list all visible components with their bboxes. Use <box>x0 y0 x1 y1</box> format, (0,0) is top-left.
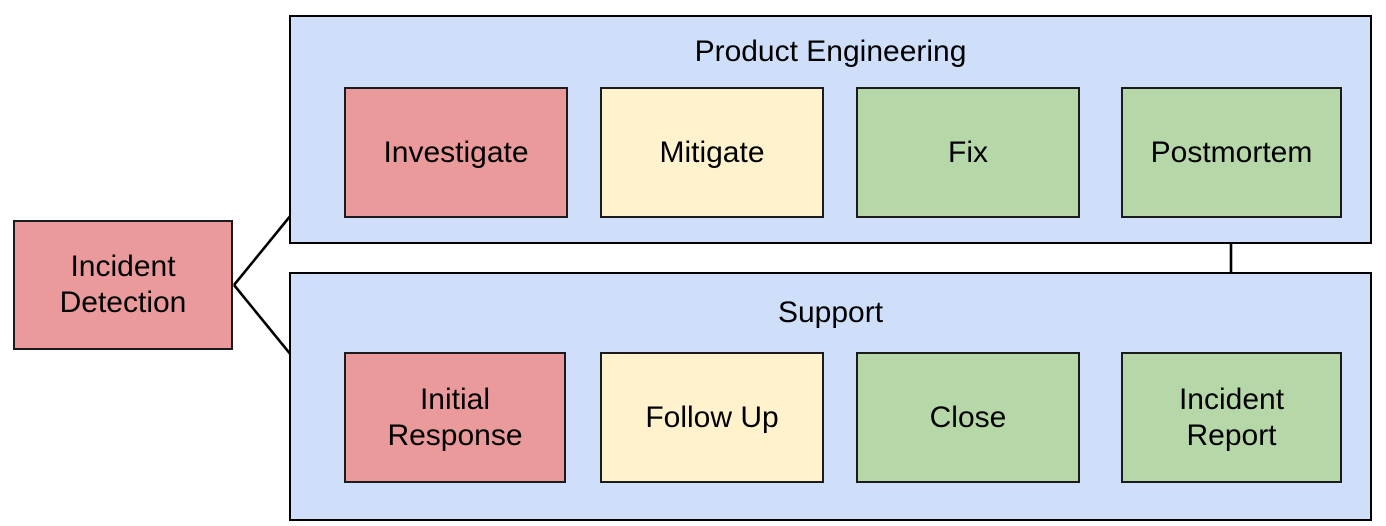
node-incident-detection[interactable]: Incident Detection <box>13 220 233 350</box>
node-fix[interactable]: Fix <box>856 87 1080 218</box>
node-investigate[interactable]: Investigate <box>344 87 568 218</box>
node-follow-up[interactable]: Follow Up <box>600 352 824 483</box>
node-follow-up-label: Follow Up <box>645 400 779 434</box>
node-incident-detection-label: Incident Detection <box>59 250 187 319</box>
node-incident-report[interactable]: Incident Report <box>1121 352 1342 483</box>
node-postmortem-label: Postmortem <box>1150 135 1313 169</box>
node-investigate-label: Investigate <box>383 135 529 169</box>
node-initial-response-label: Initial Response <box>387 382 523 452</box>
node-postmortem[interactable]: Postmortem <box>1121 87 1342 218</box>
node-incident-report-label: Incident Report <box>1178 382 1285 452</box>
node-close[interactable]: Close <box>856 352 1080 483</box>
node-fix-label: Fix <box>948 135 988 169</box>
node-close-label: Close <box>929 400 1007 434</box>
lane-product-engineering-title: Product Engineering <box>694 35 967 68</box>
node-mitigate-label: Mitigate <box>659 135 765 169</box>
lane-support-title: Support <box>777 296 884 329</box>
node-initial-response[interactable]: Initial Response <box>344 352 566 483</box>
node-mitigate[interactable]: Mitigate <box>600 87 824 218</box>
